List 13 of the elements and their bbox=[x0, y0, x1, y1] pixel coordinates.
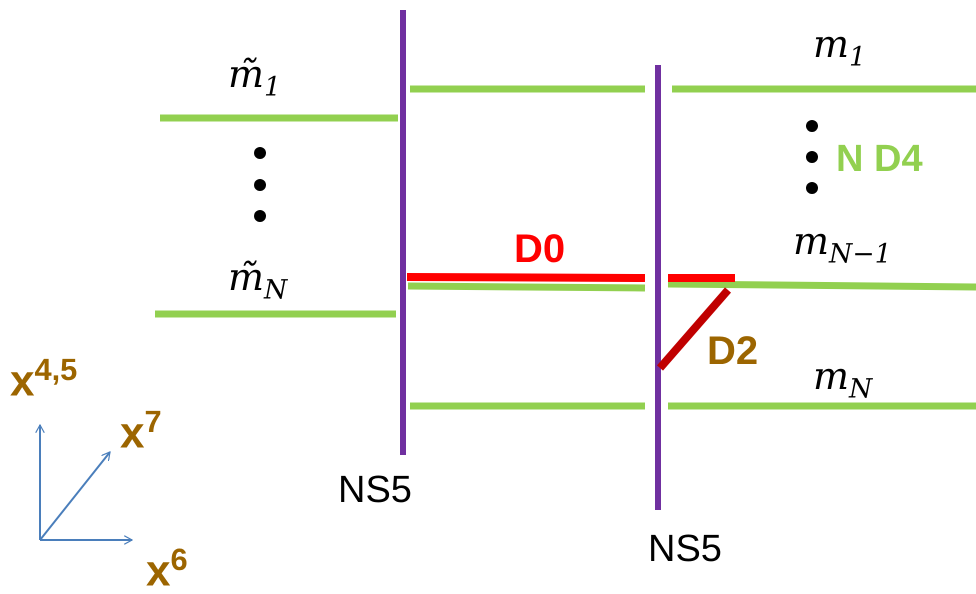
brane-label: NS5 bbox=[338, 471, 412, 509]
brane-label: NS5 bbox=[648, 530, 722, 568]
math-label: m̃$_{N}$ bbox=[228, 258, 288, 304]
math-label: m$_{N}$ bbox=[813, 357, 872, 404]
math-label: m$_{1}$ bbox=[813, 25, 866, 72]
math-label: m$_{N−1}$ bbox=[793, 222, 892, 268]
brane-label: D2 bbox=[707, 331, 758, 371]
axis-label: x$^{4,5}$ bbox=[10, 355, 78, 404]
brane-label: N D4 bbox=[836, 140, 923, 178]
axis-label: x$^{7}$ bbox=[120, 407, 162, 456]
axis-label: x$^{6}$ bbox=[146, 545, 188, 594]
math-label: m̃$_{1}$ bbox=[228, 55, 281, 102]
brane-label: D0 bbox=[514, 229, 566, 269]
